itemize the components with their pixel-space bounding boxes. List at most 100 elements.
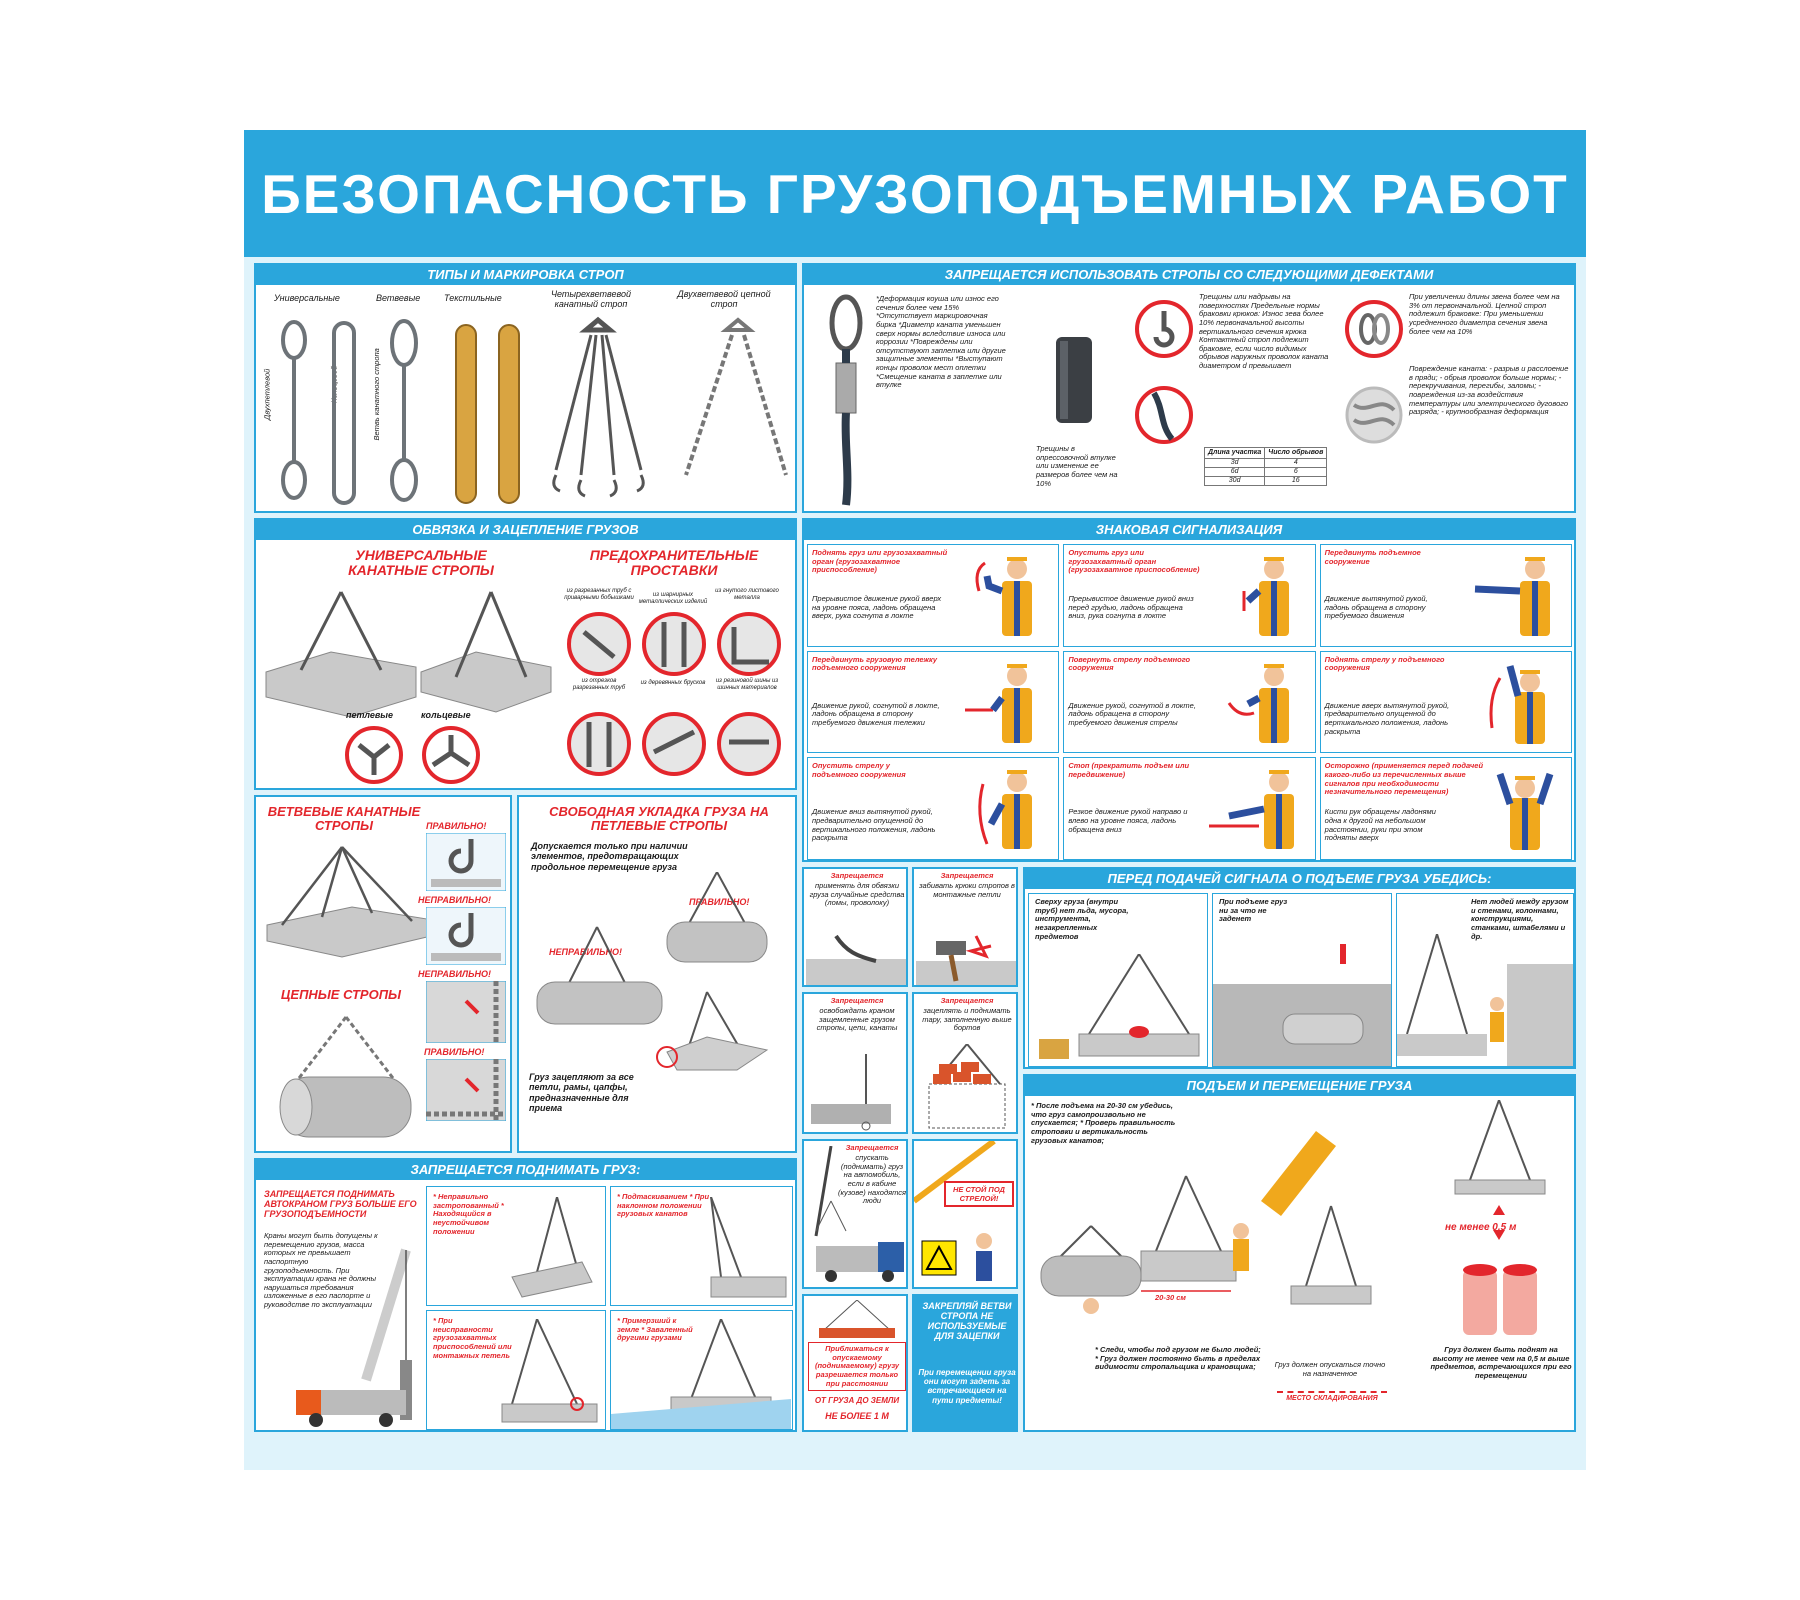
crane-truck-illustration (296, 1248, 412, 1427)
panel-free-laying: СВОБОДНАЯ УКЛАДКА ГРУЗА НА ПЕТЛЕВЫЕ СТРО… (517, 795, 797, 1153)
defects-chain-text: При увеличении длины звена более чем на … (1409, 292, 1560, 336)
mark-right: ПРАВИЛЬНО! (426, 821, 487, 831)
spacer-label: из гнутого листового металла (715, 588, 779, 601)
pinned-illustration (811, 1054, 891, 1131)
signal-title: Передвинуть грузовую тележку подъемного … (812, 654, 938, 673)
title-bar: БЕЗОПАСНОСТЬ ГРУЗОПОДЪЕМНЫХ РАБОТ (244, 130, 1586, 257)
panel-before-signal: ПЕРЕД ПОДАЧЕЙ СИГНАЛА О ПОДЪЕМЕ ГРУЗА УБ… (1023, 867, 1576, 1069)
free-title: СВОБОДНАЯ УКЛАДКА ГРУЗА НА ПЕТЛЕВЫЕ СТРО… (549, 804, 769, 834)
spacer-label: из резиновой шины из шинных материалов (715, 678, 779, 691)
cannot-lift-cell: * Примерзший к земле * Заваленный другим… (610, 1310, 793, 1430)
crane-boom-illustration (914, 1141, 996, 1281)
prohibit-text: забивать крюки стропов в монтажные петли (919, 881, 1015, 899)
hook-crack-icon (1135, 300, 1193, 358)
mark-wrong: НЕПРАВИЛЬНО! (418, 969, 491, 979)
signal-cell: Передвинуть грузовую тележку подъемного … (807, 650, 1060, 754)
chain-title: ЦЕПНЫЕ СТРОПЫ (280, 987, 402, 1002)
signal-cell: Поднять груз или грузозахватный орган (г… (807, 544, 1060, 647)
signal-text: Резкое движение рукой направо и влево на… (1068, 807, 1188, 834)
lifting-illustration (1040, 1131, 1372, 1314)
panel-branch-slings: ВЕТВЕВЫЕ КАНАТНЫЕ СТРОПЫ ЦЕПНЫЕ СТРОПЫ П… (254, 795, 512, 1153)
faulty-sling-illustration (501, 1319, 598, 1423)
table-cell: 4 (1264, 458, 1328, 469)
rope-break-icon (1135, 386, 1193, 444)
chain-link-icon (1345, 300, 1403, 358)
cannot-lift-cell-text: * Неправильно застропованный * Находящий… (433, 1192, 504, 1236)
branch-slab-illustration (266, 846, 428, 958)
panel-fasten: ЗАКРЕПЛЯЙ ВЕТВИ СТРОПА НЕ ИСПОЛЬЗУЕМЫЕ Д… (912, 1294, 1018, 1432)
bricks-container-illustration (928, 1044, 1006, 1129)
rope-wear-icon (1345, 386, 1403, 444)
check-cell: Сверху груза (внутри труб) нет льда, мус… (1028, 893, 1208, 1067)
cannot-lift-cell: * При неисправности грузозахватных присп… (426, 1310, 606, 1430)
defects-sleeve-text: Трещины в опрессовочной втулке или измен… (1036, 444, 1118, 488)
signal-text: Движение вниз вытянутой рукой, предварит… (812, 807, 936, 843)
free-right-label: ПРАВИЛЬНО! (689, 897, 750, 907)
cannot-lift-text: Краны могут быть допущены к перемещению … (264, 1231, 378, 1309)
hook-wrong-illustration (426, 907, 506, 965)
signal-title: Стоп (прекратить подъем или передвижение… (1068, 761, 1190, 779)
mark-right: ПРАВИЛЬНО! (424, 1047, 485, 1057)
panel-defects: ЗАПРЕЩАЕТСЯ ИСПОЛЬЗОВАТЬ СТРОПЫ СО СЛЕДУ… (802, 263, 1576, 513)
signal-text: Прерывистое движение рукой вверх на уров… (812, 594, 942, 621)
check-text: При подъеме груз ни за что не заденет (1219, 897, 1288, 924)
prohibit-text: спускать (поднимать) груз на автомобиль,… (837, 1153, 907, 1206)
spacer-label: из шарнирных металлических изделий (638, 592, 708, 605)
signaller-figure (1496, 773, 1554, 851)
table-cell: 3d (1203, 458, 1266, 469)
poster: БЕЗОПАСНОСТЬ ГРУЗОПОДЪЕМНЫХ РАБОТ ТИПЫ И… (244, 130, 1586, 1470)
defects-hook-text: Трещины или надрывы на поверхностях Пред… (1199, 292, 1329, 370)
signal-cell: Опустить стрелу у подъемного сооружения … (807, 757, 1060, 860)
rope-thimble-illustration (829, 294, 863, 506)
signaller-figure (978, 770, 1033, 850)
check-cell: При подъеме груз ни за что не заденет (1212, 893, 1392, 1067)
signal-title: Поднять стрелу у подъемного сооружения (1324, 654, 1445, 673)
signal-title: Поднять груз или грузозахватный орган (г… (812, 548, 948, 575)
signal-cell: Опустить груз или грузозахватный орган (… (1063, 544, 1316, 647)
label-universal: Универсальные (274, 293, 340, 303)
panel-head: ЗАПРЕЩАЕТСЯ ПОДНИМАТЬ ГРУЗ: (256, 1160, 795, 1180)
panel-head: ПОДЪЕМ И ПЕРЕМЕЩЕНИЕ ГРУЗА (1025, 1076, 1574, 1096)
prohibit-text: применять для обвязки груза случайные ср… (809, 881, 905, 908)
approach-text: Приближаться к опускаемому (поднимаемому… (808, 1342, 906, 1392)
wrong-loop-icon (345, 726, 403, 784)
cannot-lift-cell: * Неправильно застропованный * Находящий… (426, 1186, 606, 1306)
label-chain: Двухветвевой цепной строп (677, 289, 771, 310)
signal-title: Опустить груз или грузозахватный орган (… (1068, 548, 1200, 575)
poster-title: БЕЗОПАСНОСТЬ ГРУЗОПОДЪЕМНЫХ РАБОТ (261, 162, 1569, 225)
cannot-lift-cell-text: * Подтаскиванием * При наклонном положен… (617, 1192, 710, 1219)
binding-right-title: ПРЕДОХРАНИТЕЛЬНЫЕ ПРОСТАВКИ (589, 547, 759, 579)
label-branch: Ветвевые (376, 293, 421, 303)
panel-prohibit-overfilled: Запрещается зацеплять и поднимать тару, … (912, 992, 1018, 1134)
dragging-load-illustration (710, 1197, 787, 1298)
approach-from: ОТ ГРУЗА ДО ЗЕМЛИ (814, 1396, 900, 1405)
defects-rope-damage-text: Повреждение каната: - разрыв и расслоени… (1409, 364, 1569, 417)
hook-right-illustration (426, 833, 506, 891)
signal-text: Движение вверх вытянутой рукой, предвари… (1324, 700, 1450, 736)
label-loop: петлевые (346, 710, 393, 720)
signal-title: Осторожно (применяется перед подачей как… (1324, 761, 1484, 797)
table-cell: 30d (1203, 476, 1266, 487)
panel-head: ПЕРЕД ПОДАЧЕЙ СИГНАЛА О ПОДЪЕМЕ ГРУЗА УБ… (1025, 869, 1574, 889)
prohibit-title: Запрещается (830, 996, 884, 1005)
free-text: Допускается только при наличии элементов… (531, 841, 688, 872)
hanging-load-illustration (819, 1300, 895, 1338)
prohibit-title: Запрещается (845, 1143, 899, 1152)
signal-title: Опустить стрелу у подъемного сооружения (812, 761, 906, 779)
panel-binding: ОБВЯЗКА И ЗАЦЕПЛЕНИЕ ГРУЗОВ УНИВЕРСАЛЬНЫ… (254, 518, 797, 790)
spacers-illustration (567, 612, 781, 776)
prohibit-title: Запрещается (940, 996, 994, 1005)
panel-prohibit-vehicle: Запрещается спускать (поднимать) груз на… (802, 1139, 908, 1289)
signaller-figure (1208, 770, 1294, 850)
unstable-load-illustration (511, 1197, 593, 1298)
signal-title: Повернуть стрелу подъемного сооружения (1068, 654, 1191, 673)
slab-slings-illustration (265, 591, 552, 718)
panel-cannot-lift: ЗАПРЕЩАЕТСЯ ПОДНИМАТЬ ГРУЗ: ЗАПРЕЩАЕТСЯ … (254, 1158, 797, 1432)
min-height: не менее 0,5 м (1445, 1222, 1517, 1233)
signal-cell: Осторожно (применяется перед подачей как… (1319, 757, 1572, 860)
fasten-title: ЗАКРЕПЛЯЙ ВЕТВИ СТРОПА НЕ ИСПОЛЬЗУЕМЫЕ Д… (922, 1301, 1012, 1341)
signal-cell: Повернуть стрелу подъемного сооружения Д… (1063, 650, 1316, 754)
spacer-label: из деревянных брусков (640, 680, 706, 686)
sleeve-illustration (1056, 337, 1092, 423)
